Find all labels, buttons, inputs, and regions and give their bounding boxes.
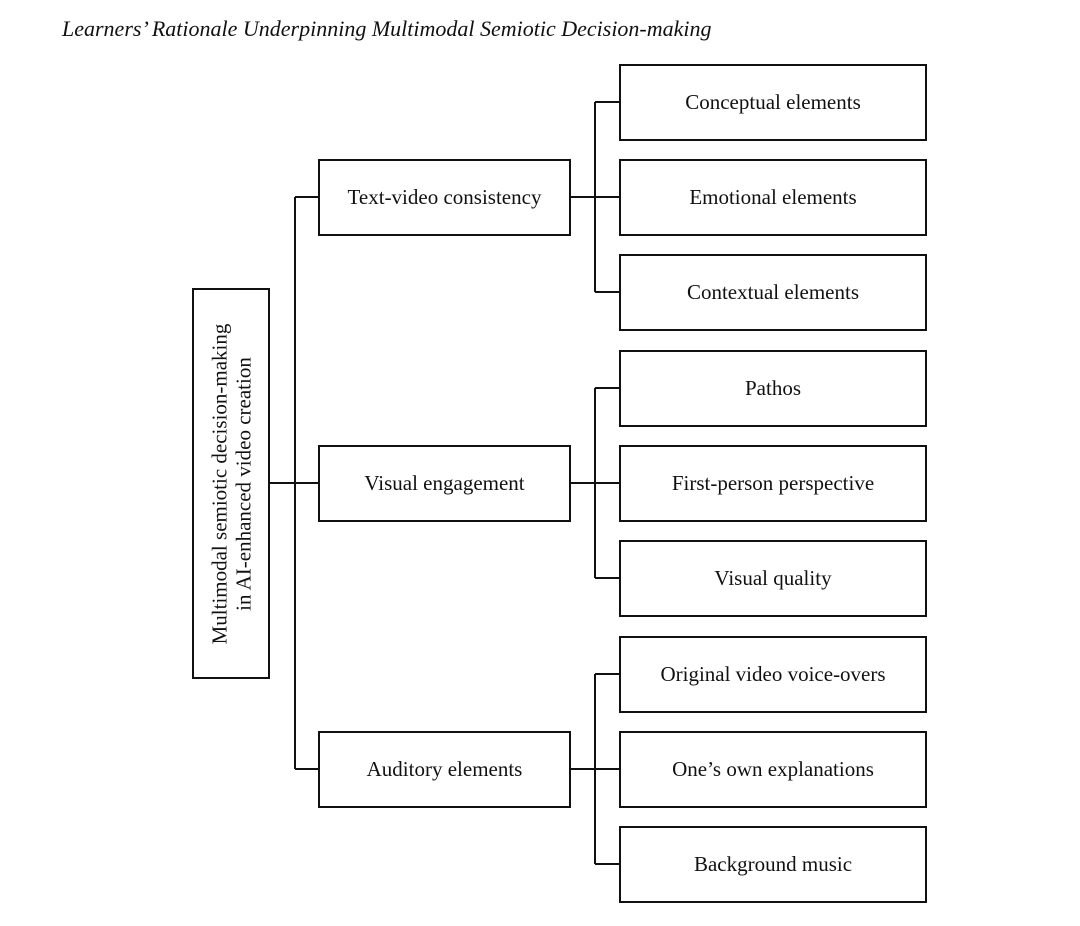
subcategory-node: Background music (619, 826, 927, 903)
root-line-2: in AI-enhanced video creation (231, 356, 256, 611)
subcategory-node: Original video voice-overs (619, 636, 927, 713)
category-node: Auditory elements (318, 731, 571, 808)
subcategory-node: First-person perspective (619, 445, 927, 522)
figure-title: Learners’ Rationale Underpinning Multimo… (62, 16, 712, 41)
subcategory-node: Visual quality (619, 540, 927, 617)
category-node: Text-video consistency (318, 159, 571, 236)
subcategory-node: Emotional elements (619, 159, 927, 236)
subcategory-node: Pathos (619, 350, 927, 427)
subcategory-node: One’s own explanations (619, 731, 927, 808)
root-node: Multimodal semiotic decision-making in A… (192, 288, 270, 679)
root-line-1: Multimodal semiotic decision-making (207, 323, 232, 644)
category-node: Visual engagement (318, 445, 571, 522)
subcategory-node: Contextual elements (619, 254, 927, 331)
subcategory-node: Conceptual elements (619, 64, 927, 141)
